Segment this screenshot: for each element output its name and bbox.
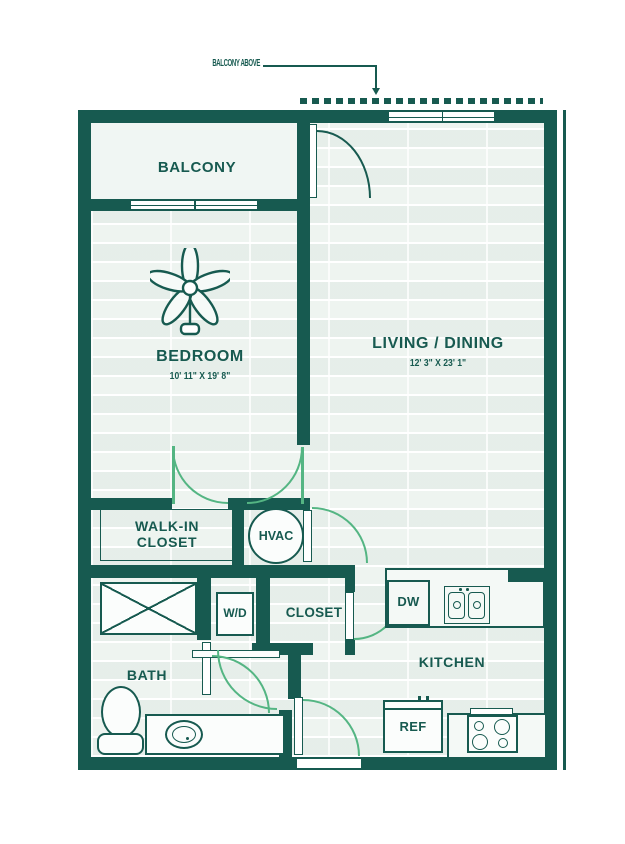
bath-sink-inner bbox=[172, 726, 196, 743]
washer-dryer-box bbox=[216, 592, 254, 636]
wall-counter-stub bbox=[508, 570, 545, 582]
closet-label: CLOSET bbox=[285, 605, 343, 620]
unit-interior-hatch bbox=[91, 123, 544, 757]
walkin-shelf bbox=[100, 509, 237, 561]
leader-arrow-icon bbox=[372, 88, 380, 95]
window-rail bbox=[131, 205, 257, 206]
leader-line-horizontal bbox=[263, 65, 377, 67]
hall-door-leaf bbox=[301, 447, 304, 504]
hvac-label: HVAC bbox=[258, 529, 294, 543]
wall-left bbox=[78, 110, 91, 770]
walk-in-closet-label: WALK-IN CLOSET bbox=[134, 518, 200, 550]
sink-drain-right bbox=[473, 601, 481, 609]
bath-door-leaf bbox=[202, 642, 211, 695]
living-dining-label: LIVING / DINING bbox=[372, 335, 504, 352]
wall-wd-left bbox=[197, 578, 211, 640]
refrigerator-label: REF bbox=[399, 719, 427, 734]
shower-xbox bbox=[100, 582, 197, 635]
living-window bbox=[388, 111, 495, 122]
entry-door-opening bbox=[297, 759, 361, 768]
dishwasher-label: DW bbox=[397, 594, 420, 609]
balcony-label: BALCONY bbox=[157, 159, 237, 176]
closet-door-leaf bbox=[345, 592, 354, 640]
stove-burner-small bbox=[474, 721, 484, 731]
dishwasher-box bbox=[387, 580, 430, 626]
sink-faucet-dot bbox=[466, 588, 469, 591]
leader-line-vertical bbox=[375, 65, 377, 88]
wall-bath-kitchen bbox=[288, 643, 301, 699]
bath-sink-drain bbox=[186, 737, 189, 740]
bath-sink-outer bbox=[165, 720, 203, 749]
wall-right bbox=[544, 110, 557, 770]
ceiling-fan-icon bbox=[150, 248, 230, 336]
toilet-bowl bbox=[101, 686, 141, 738]
bath-label: BATH bbox=[126, 667, 168, 683]
kitchen-sink-outer bbox=[444, 586, 490, 624]
sink-basin-left bbox=[448, 592, 465, 619]
sink-drain-left bbox=[453, 601, 461, 609]
floor-note-label: BALCONY ABOVE bbox=[212, 58, 260, 69]
stove-burner-large bbox=[472, 734, 488, 750]
stove-burner-large bbox=[494, 719, 510, 735]
wall-wd-right bbox=[256, 565, 270, 655]
window-rail bbox=[389, 116, 494, 118]
bedroom-label: BEDROOM bbox=[156, 348, 244, 365]
refrigerator-handle bbox=[426, 696, 429, 701]
wall-closet-door-stub-bottom bbox=[345, 640, 355, 655]
balcony-window bbox=[130, 200, 258, 210]
balcony-floor bbox=[91, 122, 297, 200]
stove-back-panel bbox=[470, 708, 513, 715]
refrigerator-handle bbox=[418, 696, 421, 701]
bedroom-door-leaf bbox=[172, 446, 175, 504]
hvac-door-leaf bbox=[303, 510, 312, 562]
wall-closet-door-stub-top bbox=[345, 578, 355, 592]
wall-closets-bottom bbox=[91, 565, 355, 578]
sink-basin-right bbox=[468, 592, 485, 619]
stove-burner-small bbox=[498, 738, 508, 748]
hvac-unit-circle bbox=[248, 508, 304, 564]
wall-bedroom-living bbox=[297, 123, 310, 445]
toilet-base bbox=[97, 733, 144, 755]
refrigerator-door-line bbox=[384, 708, 442, 710]
sink-faucet-dot bbox=[459, 588, 462, 591]
living-dining-dims: 12' 3" X 23' 1" bbox=[409, 357, 467, 369]
wall-walkin-top bbox=[91, 498, 172, 510]
wall-right-outer-line bbox=[563, 110, 566, 770]
bedroom-dims: 10' 11" X 19' 8" bbox=[169, 370, 231, 382]
wd-label: W/D bbox=[223, 606, 247, 620]
wall-hvac-left bbox=[232, 510, 244, 570]
dashed-overhang-line bbox=[300, 98, 543, 104]
kitchen-label: KITCHEN bbox=[418, 654, 486, 670]
entry-door-leaf bbox=[294, 697, 303, 755]
